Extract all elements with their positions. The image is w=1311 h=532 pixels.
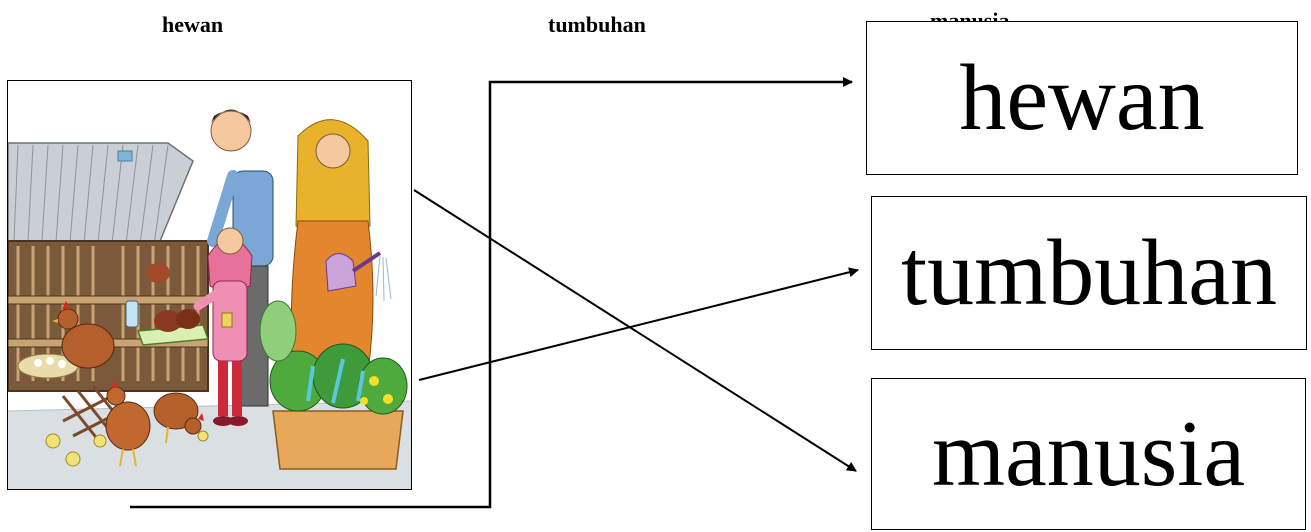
woman-figure <box>290 119 392 372</box>
background-bush <box>259 300 297 362</box>
chicken-coop <box>8 240 210 392</box>
arrow-to-manusia <box>413 189 857 472</box>
word-box-tumbuhan: tumbuhan <box>871 196 1307 350</box>
arrow-to-tumbuhan <box>418 267 859 381</box>
header-label-hewan: hewan <box>162 12 224 37</box>
illustration-drawing <box>8 109 411 489</box>
family-farm-illustration <box>7 80 412 490</box>
coop-roof <box>8 142 194 247</box>
word-box-manusia: manusia <box>871 378 1306 530</box>
hen-in-coop <box>52 301 115 369</box>
word-box-hewan: hewan <box>866 21 1298 175</box>
header-label-tumbuhan: tumbuhan <box>548 12 646 37</box>
plant-pot <box>269 343 408 470</box>
